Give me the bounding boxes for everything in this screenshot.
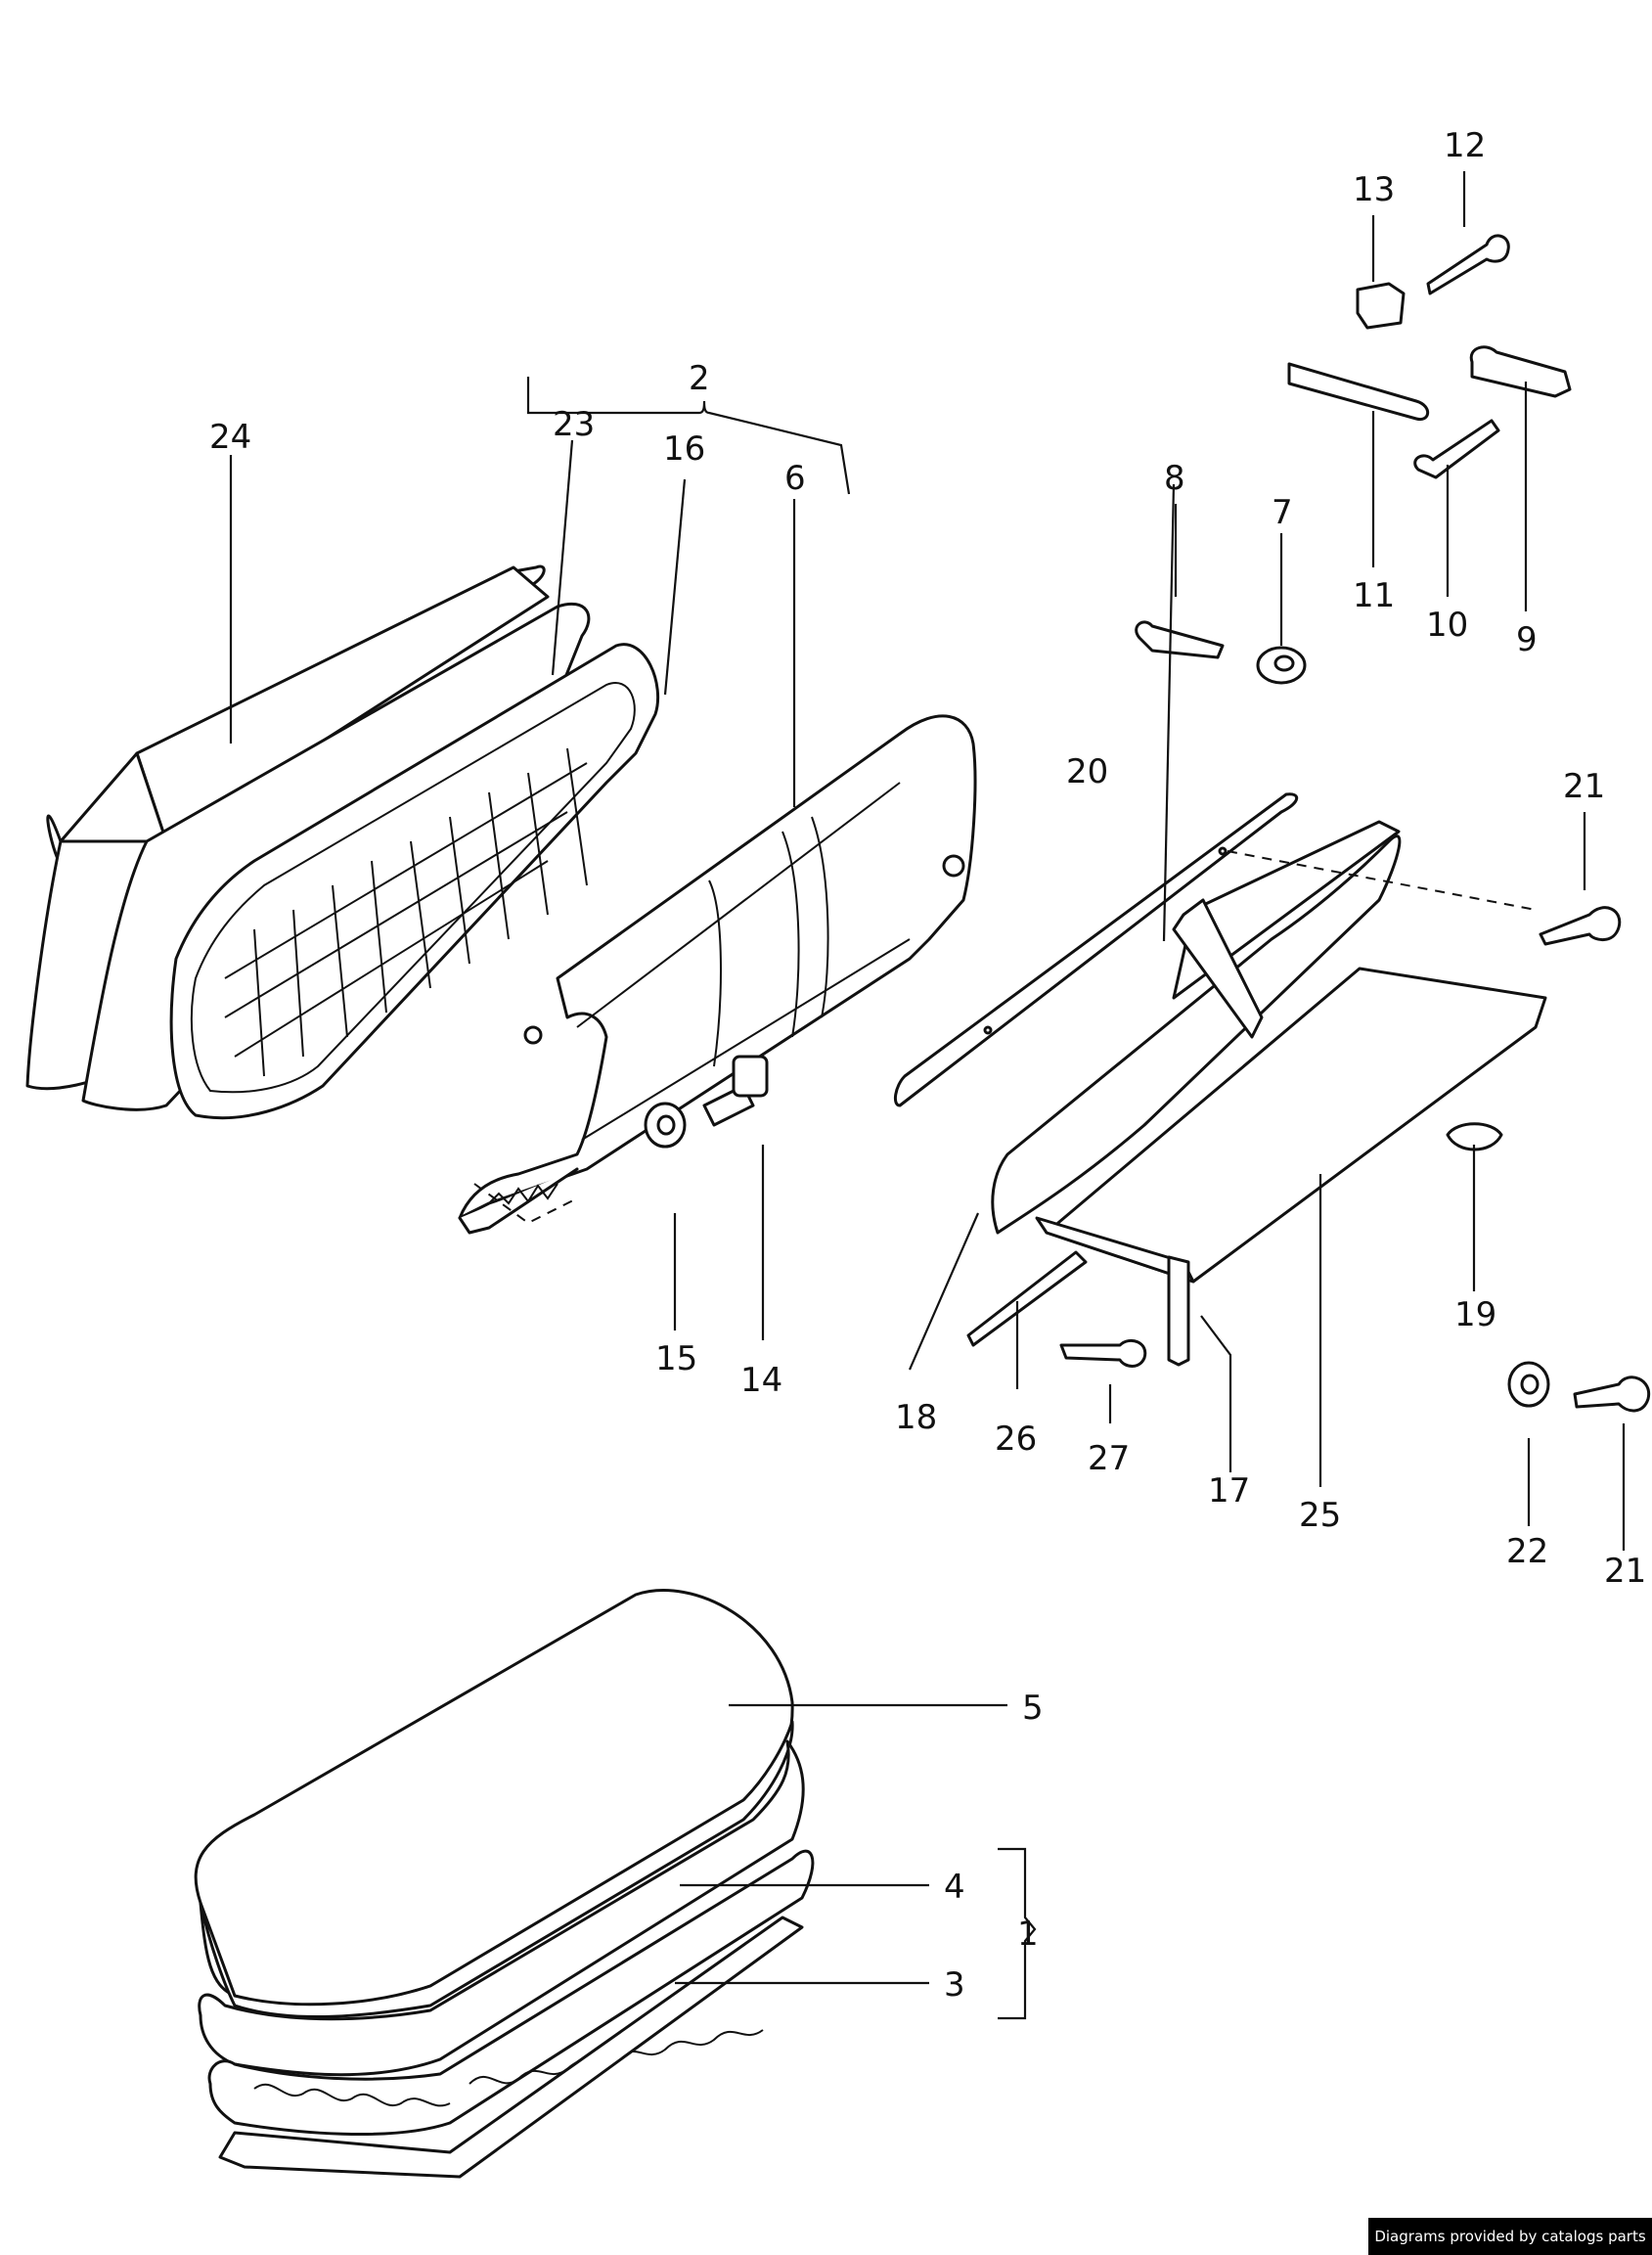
callout-20: 20	[1066, 752, 1108, 791]
seat-back-frame-part	[458, 714, 977, 1235]
callout-6: 6	[784, 459, 806, 498]
callout-11: 11	[1353, 576, 1395, 615]
lower-strip-part	[966, 1250, 1088, 1347]
seat-cushion-cover-part	[194, 1589, 794, 2019]
callout-27: 27	[1088, 1439, 1130, 1478]
backrest-spring-frame-part	[169, 643, 660, 1120]
callout-21-upper: 21	[1563, 767, 1605, 806]
callout-5: 5	[1022, 1689, 1044, 1728]
seat-panel-part	[1035, 967, 1547, 1284]
leader-lines	[229, 171, 1626, 2020]
callout-19: 19	[1454, 1295, 1496, 1334]
callout-21-lower: 21	[1604, 1552, 1646, 1591]
callout-26: 26	[995, 1420, 1037, 1459]
callout-22: 22	[1506, 1532, 1548, 1571]
callout-16: 16	[663, 429, 705, 469]
callout-18: 18	[895, 1398, 937, 1437]
callout-7: 7	[1272, 493, 1293, 532]
callout-25: 25	[1299, 1496, 1341, 1535]
strap-part	[1167, 898, 1264, 1367]
callout-14: 14	[740, 1361, 782, 1400]
callout-10: 10	[1426, 606, 1468, 645]
callout-8: 8	[1164, 459, 1185, 498]
callout-12: 12	[1444, 126, 1486, 165]
callout-1: 1	[1017, 1915, 1039, 1954]
callout-9: 9	[1516, 620, 1538, 659]
callout-4: 4	[944, 1868, 965, 1907]
hardware-parts	[644, 234, 1651, 1413]
diagram-credit: Diagrams provided by catalogs parts	[1368, 2218, 1652, 2255]
trim-strip-part	[893, 792, 1299, 1107]
seat-spring-base-part	[207, 1849, 815, 2179]
callout-labels: 24 23 16 6 2 8 7 11 10 9 13 12 20 21 15 …	[209, 126, 1646, 2005]
callout-15: 15	[655, 1339, 697, 1378]
callout-23: 23	[553, 405, 595, 444]
callout-2: 2	[689, 359, 710, 398]
callout-17: 17	[1208, 1471, 1250, 1511]
callout-3: 3	[944, 1965, 965, 2005]
callout-24: 24	[209, 418, 251, 457]
callout-13: 13	[1353, 170, 1395, 209]
